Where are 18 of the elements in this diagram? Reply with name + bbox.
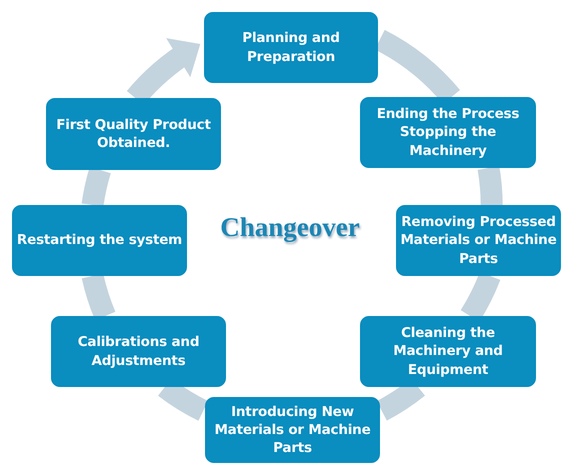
step-label: Planning and Preparation xyxy=(241,29,341,66)
step-label: Removing Processed Materials or Machine Parts xyxy=(399,213,558,268)
process-box xyxy=(396,205,561,276)
process-box xyxy=(204,12,378,83)
process-box xyxy=(360,316,536,387)
step-label: Restarting the system xyxy=(16,231,182,250)
connector-arc xyxy=(478,166,503,206)
step-label: First Quality Product Obtained. xyxy=(55,116,212,152)
process-box xyxy=(51,316,226,387)
step-label: Calibrations and Adjustments xyxy=(76,333,200,370)
process-box xyxy=(205,397,380,463)
process-box xyxy=(46,98,221,170)
process-box xyxy=(360,97,536,168)
step-label: Cleaning the Machinery and Equipment xyxy=(392,324,504,379)
step-label: Ending the Process Stopping the Machinery xyxy=(376,105,520,160)
diagram-title: Changeover xyxy=(219,212,361,243)
step-label: Introducing New Materials or Machine Parts xyxy=(213,402,372,458)
process-box xyxy=(12,205,187,276)
